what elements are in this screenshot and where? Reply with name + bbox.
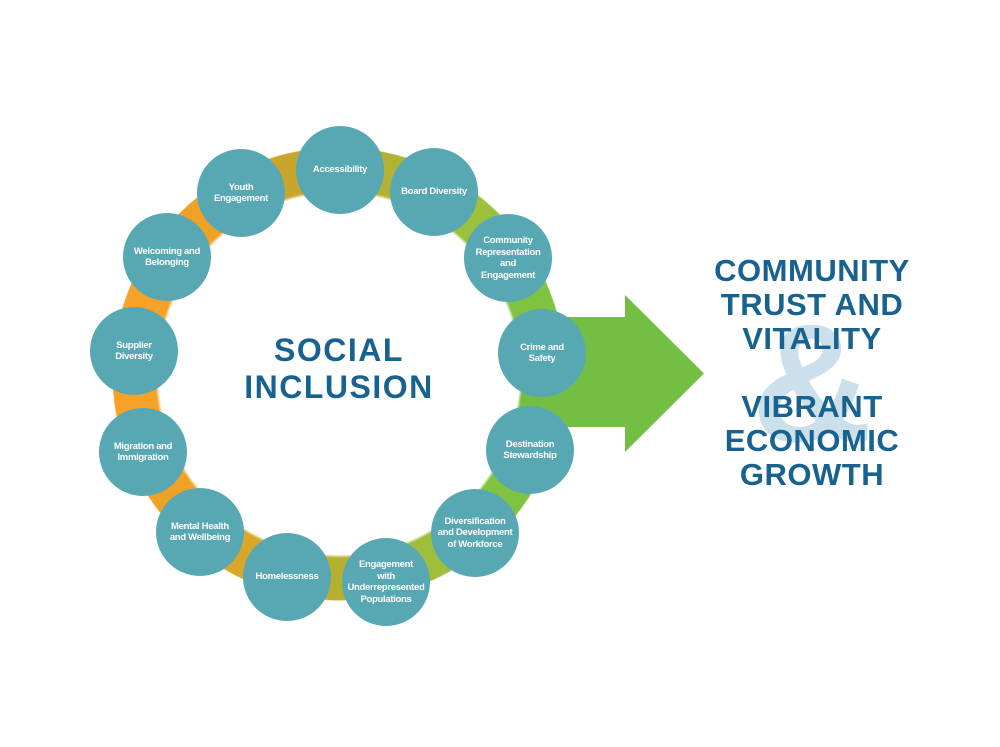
bubble-label: Supplier Diversity <box>115 339 153 363</box>
bubble-underrepresented-engagement: Engagement with Underrepresented Populat… <box>342 538 430 626</box>
bubble-homelessness: Homelessness <box>243 533 331 621</box>
ampersand: & <box>751 288 873 477</box>
bubble-label: Youth Engagement <box>213 181 268 205</box>
bubble-workforce-diversification: Diversification and Development of Workf… <box>431 489 519 577</box>
bubble-label: Accessibility <box>312 164 368 176</box>
bubble-label: Homelessness <box>255 571 319 583</box>
bubble-community-representation: Community Representation and Engagement <box>464 214 552 302</box>
outcome-title-top: COMMUNITY TRUST AND VITALITY <box>714 253 910 356</box>
bubble-accessibility: Accessibility <box>296 126 384 214</box>
bubble-mental-health: Mental Health and Wellbeing <box>156 488 244 576</box>
bubble-welcoming-belonging: Welcoming and Belonging <box>123 213 211 301</box>
bubble-label: Welcoming and Belonging <box>133 245 201 269</box>
bubble-destination-stewardship: Destination Stewardship <box>486 406 574 494</box>
bubble-migration-immigration: Migration and Immigration <box>99 408 187 496</box>
bubble-label: Board Diversity <box>401 186 467 198</box>
bubble-label: Engagement with Underrepresented Populat… <box>347 559 425 605</box>
bubble-label: Crime and Safety <box>520 341 564 365</box>
bubble-label: Diversification and Development of Workf… <box>437 515 513 550</box>
bubble-label: Community Representation and Engagement <box>475 235 541 281</box>
bubble-crime-and-safety: Crime and Safety <box>498 309 586 397</box>
center-title: SOCIAL INCLUSION <box>244 332 434 405</box>
bubble-label: Migration and Immigration <box>113 440 173 464</box>
bubble-label: Mental Health and Wellbeing <box>169 520 231 544</box>
bubble-board-diversity: Board Diversity <box>390 148 478 236</box>
outcome-title-bottom: VIBRANT ECONOMIC GROWTH <box>724 389 900 492</box>
bubble-youth-engagement: Youth Engagement <box>197 149 285 237</box>
bubble-supplier-diversity: Supplier Diversity <box>90 307 178 395</box>
bubble-label: Destination Stewardship <box>503 438 557 462</box>
